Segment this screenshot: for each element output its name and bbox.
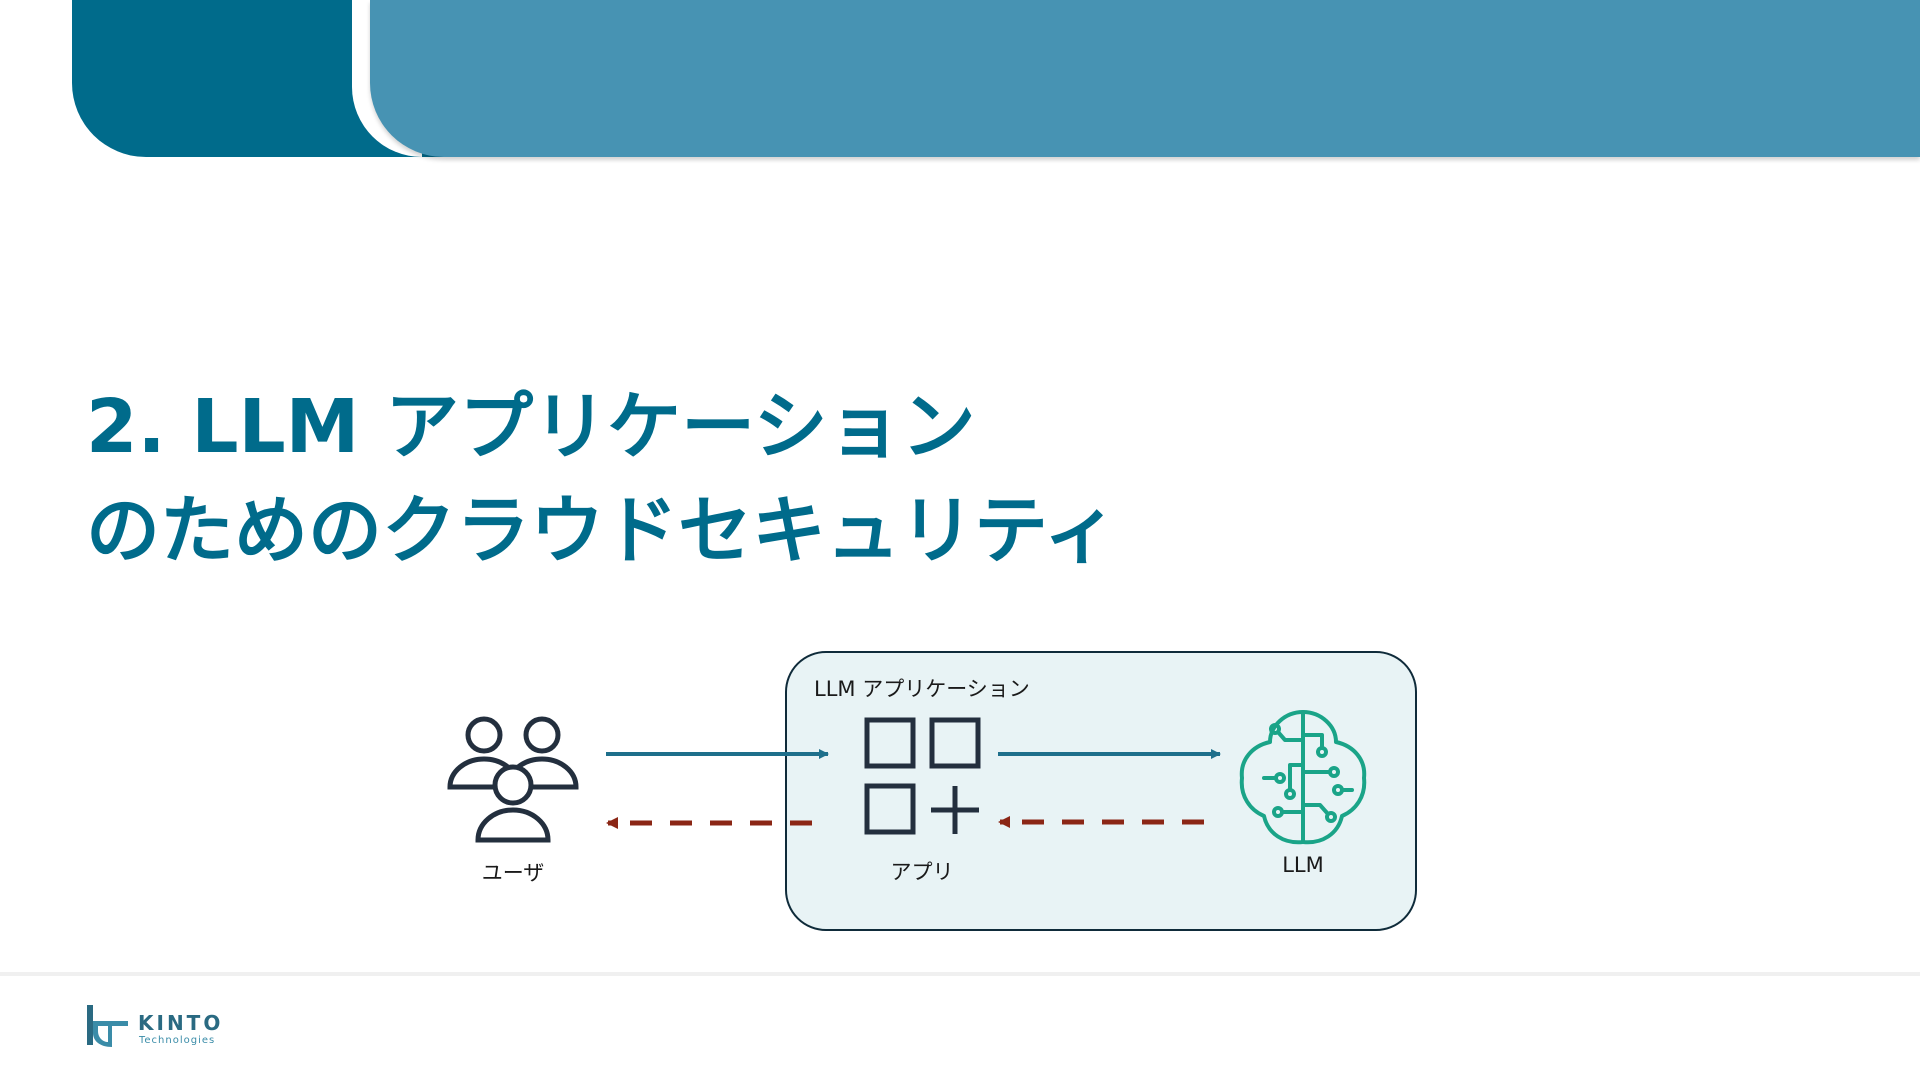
logo-name: KINTO <box>138 1011 224 1035</box>
llm-brain-icon <box>1239 710 1367 845</box>
users-icon <box>447 716 579 843</box>
kinto-technologies-logo: KINTO Technologies <box>84 1003 234 1049</box>
group-label: LLM アプリケーション <box>814 677 1030 701</box>
app-icon <box>864 717 981 835</box>
footer-divider <box>0 972 1920 976</box>
header-banner-light <box>370 0 1920 157</box>
logo-subtitle: Technologies <box>139 1035 216 1046</box>
slide-title-line-1: 2. LLM アプリケーション <box>86 384 976 470</box>
slide-title-line-2: のためのクラウドセキュリティ <box>86 488 1118 574</box>
slide-title: 2. LLM アプリケーション のためのクラウドセキュリティ <box>86 375 1118 583</box>
app-label: アプリ <box>891 860 954 884</box>
user-label: ユーザ <box>482 861 545 885</box>
kinto-logo-mark-icon <box>87 1005 128 1047</box>
llm-label: LLM <box>1282 853 1324 877</box>
